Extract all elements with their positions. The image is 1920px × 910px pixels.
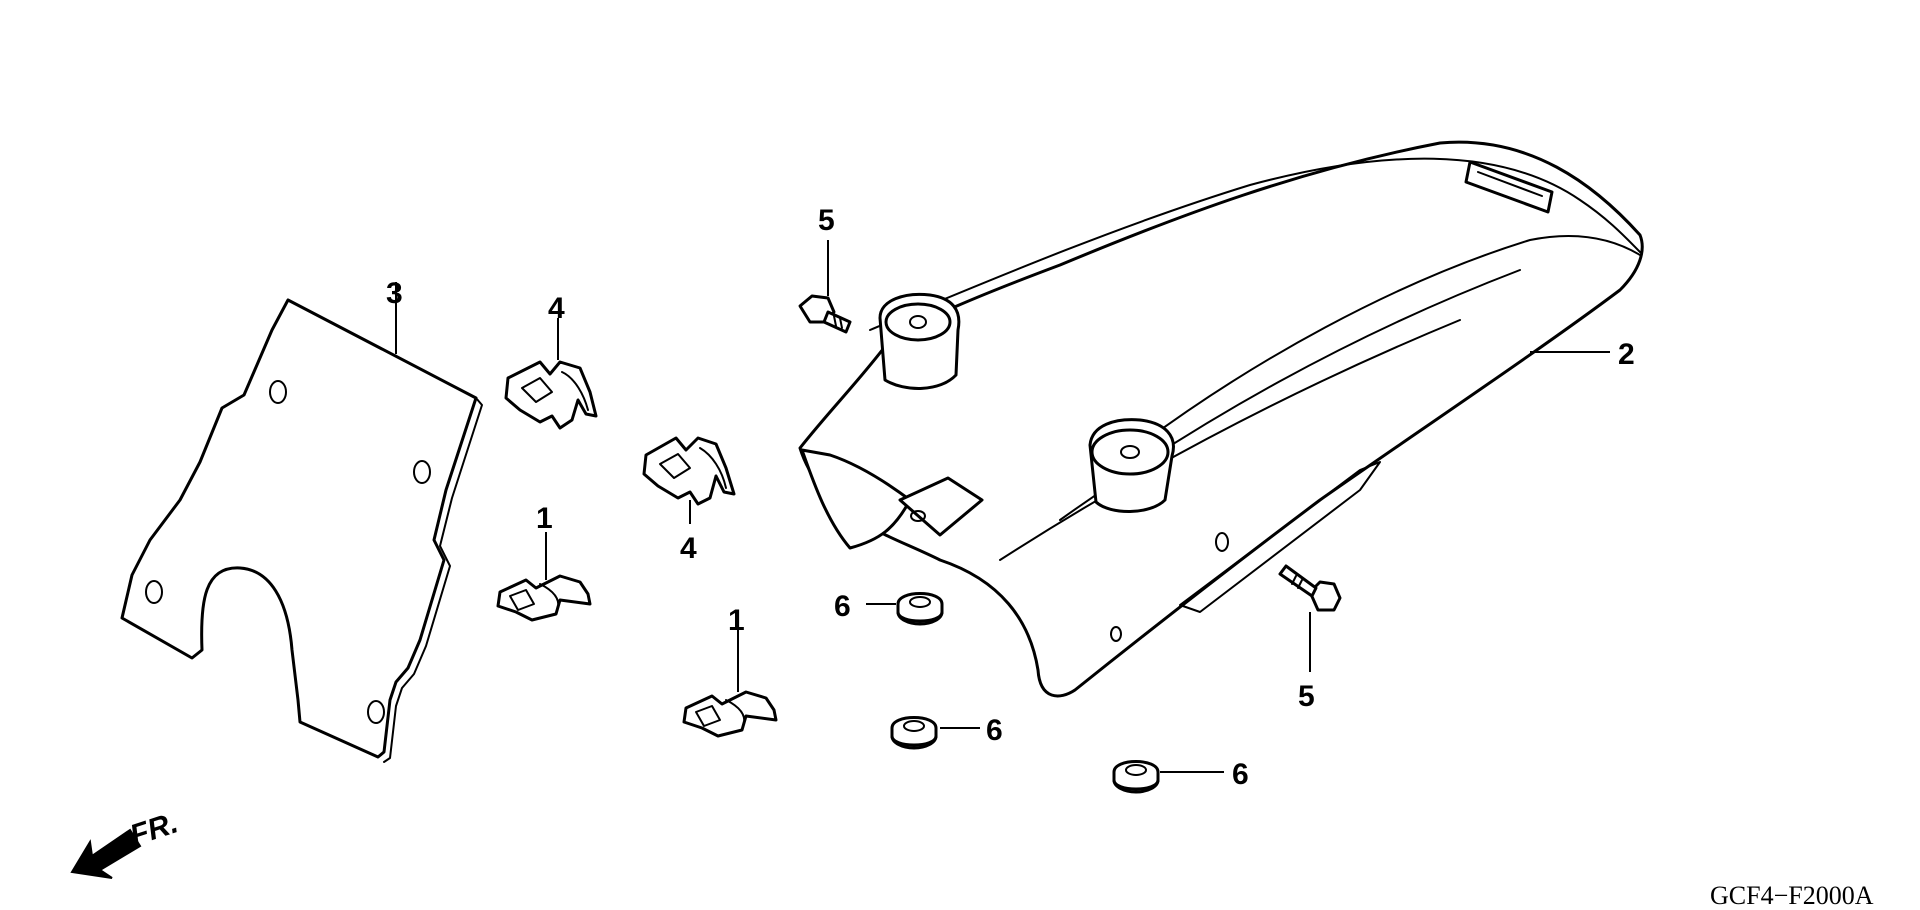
leader-lines — [395, 240, 1610, 773]
callout-6-a: 6 — [834, 590, 851, 623]
part-3-splash-guard — [120, 298, 483, 763]
callout-5-lower: 5 — [1298, 680, 1315, 713]
part-4-clip-upper — [504, 360, 598, 430]
figure-code: GCF4−F2000A — [1710, 881, 1874, 910]
callout-1-upper: 1 — [536, 502, 553, 535]
part-6-nut-c — [1112, 760, 1160, 794]
part-5-bolt-lower — [1278, 564, 1342, 612]
part-6-nut-a — [896, 592, 944, 626]
callout-3: 3 — [386, 277, 403, 310]
part-6-nut-b — [890, 716, 938, 750]
callout-4-upper: 4 — [548, 292, 565, 325]
callout-4-lower: 4 — [680, 532, 697, 565]
callout-1-lower: 1 — [728, 604, 745, 637]
callout-6-b: 6 — [986, 714, 1003, 747]
front-label: FR. — [126, 806, 182, 852]
front-arrow-icon — [70, 828, 142, 879]
callout-2: 2 — [1618, 338, 1635, 371]
part-2-rear-fender — [798, 140, 1644, 698]
brand-logo-plate — [1464, 160, 1554, 214]
front-direction-indicator: FR. — [70, 806, 182, 879]
callout-6-c: 6 — [1232, 758, 1249, 791]
part-4-clip-lower — [642, 436, 736, 506]
part-1-clamp-lower — [682, 690, 778, 738]
part-1-clamp-upper — [496, 574, 592, 622]
callout-5-upper: 5 — [818, 204, 835, 237]
part-5-bolt-upper — [798, 294, 852, 334]
